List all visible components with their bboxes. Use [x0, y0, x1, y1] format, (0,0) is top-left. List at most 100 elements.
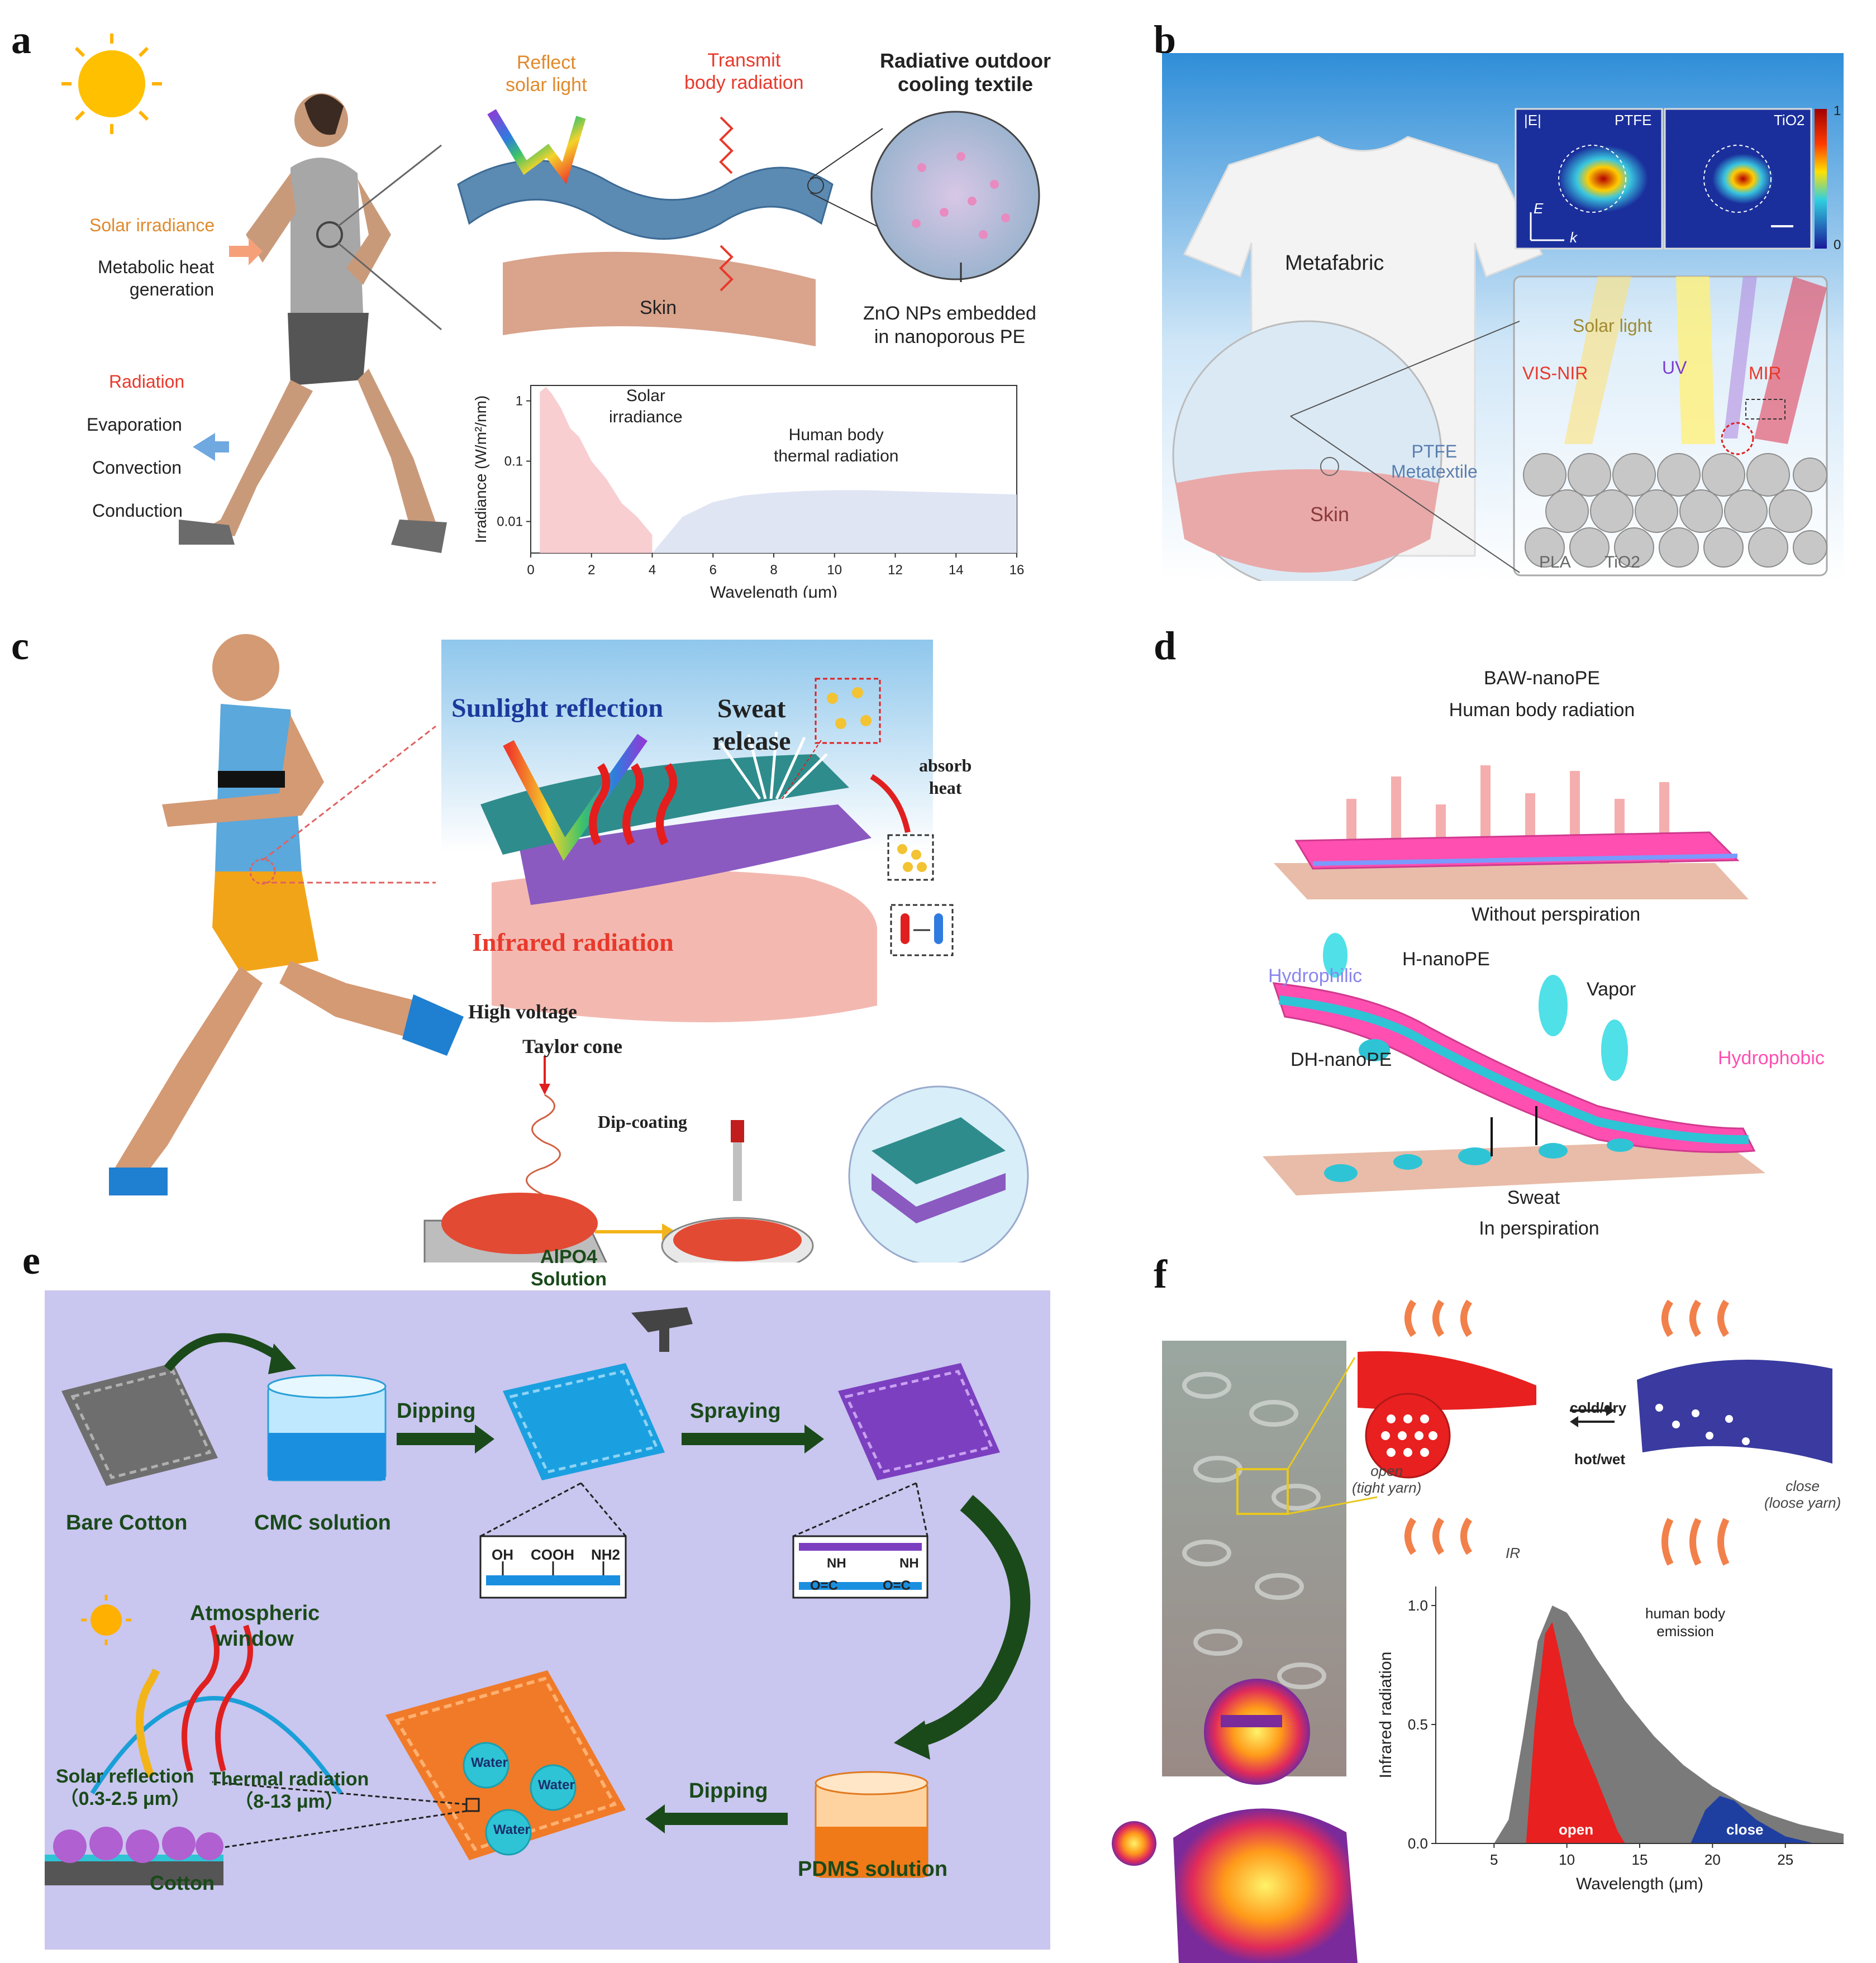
tio2-b-label: TiO2: [1604, 553, 1640, 571]
water-label-3: Water: [493, 1822, 530, 1837]
baw-title: BAW-nanoPE: [1484, 668, 1600, 689]
chart-a-solar-label: Solar irradiance: [609, 387, 683, 426]
panel-label-a: a: [11, 17, 31, 62]
sun-icon: [61, 34, 162, 134]
water-label-1: Water: [471, 1755, 508, 1770]
spray-gun-icon: [631, 1307, 693, 1332]
arrow-out-icon: [193, 433, 229, 461]
taylor-cone-label: Taylor cone: [522, 1035, 623, 1057]
panel-a-illustration: [61, 34, 1040, 553]
solar-light-label: Solar light: [1573, 316, 1653, 336]
h-nanope-label: H-nanoPE: [1402, 949, 1490, 970]
absorb-heat-label: absorb heat: [919, 755, 972, 798]
skin-block: [503, 251, 816, 346]
water-label-2: Water: [538, 1778, 575, 1793]
panel-label-c: c: [11, 623, 29, 668]
ptfe-metatextile-label: PTFE Metatextile: [1391, 441, 1478, 482]
arrow-in-icon: [229, 237, 263, 265]
zno-label: ZnO NPs embedded in nanoporous PE: [863, 303, 1036, 347]
hydrophobic-label: Hydrophobic: [1718, 1047, 1825, 1069]
dip-coating-label: Dip-coating: [598, 1112, 687, 1132]
panel-label-f: f: [1154, 1252, 1167, 1297]
chart-f-xlabel: Wavelength (μm): [1576, 1875, 1703, 1893]
dipping-label-1: Dipping: [397, 1399, 476, 1423]
chem-nh-2: NH: [899, 1556, 919, 1571]
vapor-label: Vapor: [1587, 979, 1636, 1000]
cotton-label: Cotton: [150, 1871, 215, 1894]
colorbar-max: 1: [1834, 103, 1841, 118]
chart-a-body-label: Human body thermal radiation: [774, 426, 899, 465]
field-label-ptfe: PTFE: [1615, 112, 1652, 128]
chart-f-xtick-label: 10: [1559, 1851, 1575, 1868]
atmosphere-arc: [90, 1696, 343, 1795]
purple-layer: [520, 804, 872, 905]
chem-nh2: NH2: [591, 1546, 621, 1563]
pdms-solution-label: PDMS solution: [798, 1857, 948, 1881]
chart-a-xtick-label: 12: [888, 563, 903, 578]
high-voltage-label: High voltage: [468, 1000, 577, 1023]
atmospheric-window-label: Atmospheric window: [190, 1602, 320, 1651]
chart-a-xtick-label: 8: [770, 563, 777, 578]
chart-a-xtick-label: 0: [527, 563, 534, 578]
visnir-label: VIS-NIR: [1522, 363, 1588, 383]
pla-label: PLA: [1539, 553, 1571, 571]
convection-label: Convection: [92, 458, 182, 478]
metafabric-label: Metafabric: [1285, 251, 1384, 275]
thermometer-cold-icon: [934, 913, 943, 944]
dh-nanope-label: DH-nanoPE: [1291, 1049, 1392, 1070]
chart-a-xtick-label: 2: [588, 563, 595, 578]
runner-figure: [179, 93, 447, 553]
emission-label: human body emission: [1645, 1605, 1726, 1640]
water-droplets: [463, 1742, 577, 1856]
sweat-label: Sweat: [1507, 1187, 1560, 1208]
spraying-arrow: [804, 1424, 824, 1454]
textile-wave: [457, 159, 834, 240]
fiber-stack: [1523, 453, 1827, 568]
thermal-image-person: [1112, 1679, 1358, 1963]
close-area-label: close: [1726, 1821, 1764, 1838]
sunlight-reflect-arrow: [503, 733, 648, 861]
spinning-jet: [526, 1094, 561, 1197]
sweat-release-label: Sweat release: [712, 694, 791, 756]
close-loose-label: close (loose yarn): [1764, 1478, 1841, 1511]
chem-oc-1: O=C: [810, 1578, 839, 1593]
textile-title: Radiative outdoor cooling textile: [880, 49, 1051, 96]
vapor-plumes: [1323, 933, 1628, 1081]
taylor-cone-icon: [539, 1084, 550, 1095]
mir-label: MIR: [1749, 363, 1782, 383]
chart-f-xtick-label: 5: [1490, 1851, 1498, 1868]
chart-f-ylabel: Infrared radiation: [1377, 1652, 1395, 1779]
cotton-substrate: [45, 1860, 223, 1885]
chart-f-ytick-label: 0.0: [1408, 1835, 1428, 1852]
chart-f-ytick-label: 0.5: [1408, 1716, 1428, 1733]
evaporation-label: Evaporation: [87, 414, 182, 435]
purple-fabric: [838, 1363, 1000, 1480]
chem-oh: OH: [492, 1546, 513, 1563]
chart-f-series-3: [1691, 1795, 1815, 1843]
chem-nh-1: NH: [827, 1556, 846, 1571]
runner-figure-male: [109, 634, 464, 1195]
sunlight-reflection-label: Sunlight reflection: [451, 693, 664, 723]
panel-f-illustration: [1112, 1299, 1832, 1963]
alpo4-label: AlPO4 Solution: [531, 1246, 607, 1290]
chart-a-series-1: [540, 387, 653, 553]
bare-cotton-swatch: [61, 1363, 218, 1486]
thermal-radiation-label: Thermal radiation （8-13 μm）: [209, 1769, 369, 1812]
zno-zoom-circle: [870, 111, 1040, 280]
solar-reflection-label: Solar reflection （0.3-2.5 μm）: [56, 1766, 194, 1809]
sweat-spray: [719, 731, 828, 800]
panel-label-e: e: [22, 1238, 40, 1283]
chart-a-ytick-label: 0.01: [497, 514, 523, 530]
chart-a-series-2: [652, 490, 1017, 553]
metabolic-label: Metabolic heat generation: [98, 257, 215, 299]
dipping-arrow-1: [475, 1424, 494, 1454]
skin-d-top: [1274, 863, 1749, 899]
absorb-arrow: [870, 774, 911, 833]
field-label-E: |E|: [1524, 112, 1541, 128]
colorbar: [1815, 109, 1827, 249]
ir-wave-arrows: [1404, 1299, 1730, 1566]
chart-f-xtick-label: 25: [1777, 1851, 1793, 1868]
chart-f-xtick-label: 20: [1704, 1851, 1721, 1868]
cold-dry-label: cold/dry: [1570, 1399, 1627, 1416]
chart-f-ytick-label: 1.0: [1408, 1597, 1428, 1614]
